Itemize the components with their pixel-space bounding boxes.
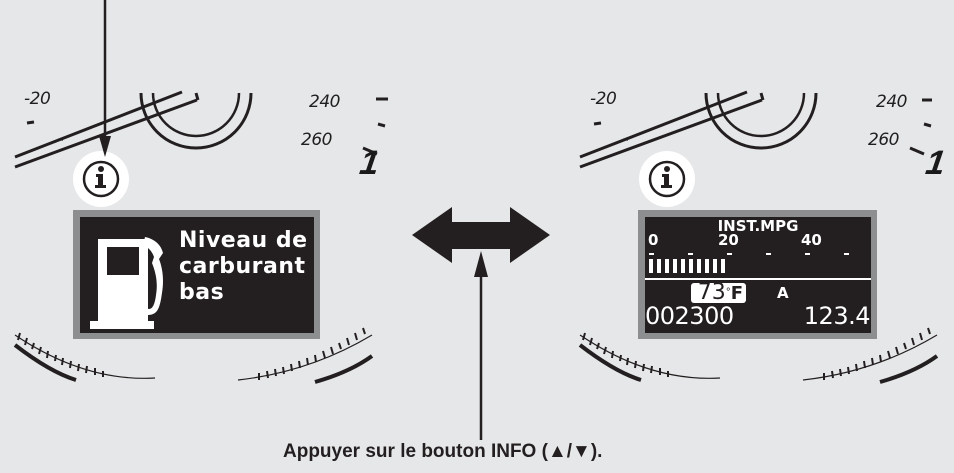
- mpg-bar: [705, 259, 709, 273]
- message-line: Niveau de: [179, 228, 308, 253]
- instruction-caption: Appuyer sur le bouton INFO (▲/▼).: [283, 441, 603, 462]
- outside-temperature: 73°F: [691, 283, 746, 303]
- mpg-bar: [657, 259, 661, 273]
- pointer-arrow-up: [474, 251, 488, 440]
- gauge-label-minus-20: -20: [24, 89, 51, 109]
- degree-symbol: °: [725, 287, 731, 298]
- scale-tick: [727, 253, 732, 255]
- scale-tick: [649, 253, 654, 255]
- trip-meter-value: 123.4: [803, 302, 871, 330]
- scale-tick: [688, 253, 693, 255]
- low-fuel-message: Niveau de carburant bas: [179, 228, 308, 306]
- trip-label: A: [777, 284, 789, 302]
- display-divider: [645, 278, 871, 280]
- mpg-bar: [681, 259, 685, 273]
- gauge-label-260: 260: [868, 130, 899, 150]
- display-screen: Niveau de carburant bas: [80, 217, 314, 333]
- gauge-label-240: 240: [309, 92, 340, 112]
- scale-label-40: 40: [801, 231, 822, 249]
- inst-mpg-title: INST.MPG: [717, 217, 799, 235]
- gauge-label-240: 240: [876, 92, 907, 112]
- gauge-label-minus-20: -20: [590, 89, 617, 109]
- scale-tick: [844, 253, 849, 255]
- mpg-bar: [713, 259, 717, 273]
- scale-tick: [766, 253, 771, 255]
- info-icon: [639, 151, 695, 207]
- right-lower-scale-ticks: [582, 327, 931, 380]
- left-right-double-arrow-icon: [412, 207, 550, 263]
- gauge-label-260: 260: [301, 130, 332, 150]
- odometer-value: 002300: [645, 302, 734, 330]
- temperature-value: 73: [697, 283, 726, 303]
- mpg-bar: [697, 259, 701, 273]
- mpg-bar: [649, 259, 653, 273]
- scale-label-20: 20: [718, 231, 739, 249]
- left-info-display: Niveau de carburant bas: [73, 210, 320, 339]
- mpg-bar: [721, 259, 725, 273]
- left-lower-scale-ticks: [17, 327, 366, 380]
- fuel-pump-icon: [90, 237, 163, 329]
- message-line: carburant: [179, 254, 306, 279]
- scale-tick: [805, 253, 810, 255]
- mpg-bar: [673, 259, 677, 273]
- scale-label-0: 0: [648, 231, 659, 249]
- mpg-bar: [689, 259, 693, 273]
- display-screen: INST.MPG 0 20 40 73°F A 002300 123.: [645, 217, 871, 333]
- info-icon: [73, 151, 129, 207]
- temperature-unit: F: [730, 283, 743, 304]
- message-line: bas: [179, 280, 225, 305]
- pointer-arrow-down: [99, 0, 111, 157]
- right-gauge-art: [578, 90, 939, 384]
- right-info-display: INST.MPG 0 20 40 73°F A 002300 123.: [638, 210, 877, 339]
- mpg-bar: [665, 259, 669, 273]
